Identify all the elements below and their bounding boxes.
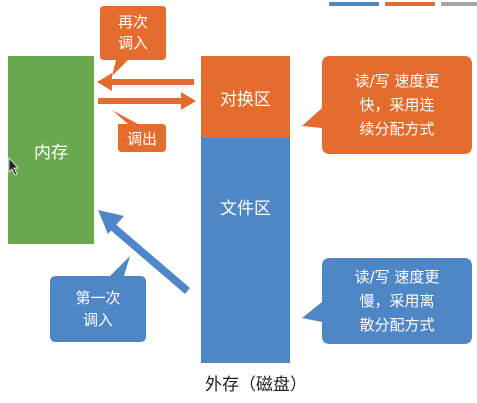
recall-in-line2: 调入 (117, 34, 148, 52)
recall-in-callout-shape (100, 6, 166, 76)
memory-label: 内存 (34, 142, 68, 163)
recall-in-line1: 再次 (117, 13, 148, 31)
swap-area-block: 对换区 (201, 56, 290, 138)
theme-bar-blue (329, 2, 379, 6)
swap-note-line2: 快，采用连 (359, 96, 435, 114)
arrow-up-left-icon (98, 210, 190, 294)
swap-note-text: 读/写 速度更 快，采用连 续分配方式 (322, 56, 472, 154)
swap-note-callout-shape (302, 56, 472, 154)
theme-bar-orange (385, 2, 435, 6)
file-note-line3: 散分配方式 (359, 316, 435, 334)
arrow-right-icon (98, 92, 196, 110)
external-storage-label: 外存（磁盘） (205, 375, 307, 395)
first-in-callout-shape (50, 256, 146, 342)
recall-in-text: 再次 调入 (100, 8, 166, 58)
file-area-label: 文件区 (220, 198, 271, 219)
swap-out-label: 调出 (126, 129, 157, 148)
swap-note-line3: 续分配方式 (359, 120, 435, 138)
swap-out-callout-shape (112, 110, 166, 152)
file-note-callout-shape (302, 258, 472, 344)
arrow-left-icon (97, 73, 194, 91)
file-note-line2: 慢，采用离 (359, 292, 435, 310)
first-in-line2: 调入 (82, 311, 113, 329)
swap-note-line1: 读/写 速度更 (354, 72, 440, 90)
first-in-line1: 第一次 (75, 289, 121, 307)
file-area-block: 文件区 (201, 138, 290, 363)
first-in-text: 第一次 调入 (50, 278, 146, 340)
swap-area-label: 对换区 (220, 89, 271, 110)
theme-bar-gray (441, 2, 477, 6)
cursor-icon (8, 156, 19, 176)
file-note-text: 读/写 速度更 慢，采用离 散分配方式 (322, 258, 472, 344)
swap-out-text: 调出 (118, 124, 166, 152)
file-note-line1: 读/写 速度更 (354, 268, 440, 286)
memory-block: 内存 (8, 56, 94, 244)
